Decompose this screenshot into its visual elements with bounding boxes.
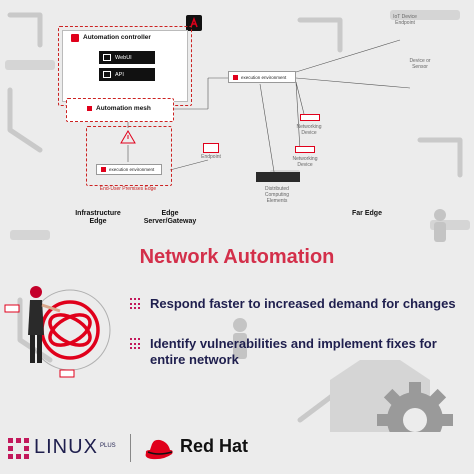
bullet-1: Respond faster to increased demand for c… [130,296,470,312]
controller-header: Automation controller [63,31,187,44]
automation-mesh-box: Automation mesh [66,98,174,122]
controller-icon [71,33,79,42]
infrastructure-edge-label: Infrastructure Edge [75,210,121,225]
exec-env-label-bottom: execution environment [109,167,155,172]
warning-icon [120,130,136,144]
exec-env-bottom-icon [101,167,106,172]
endpoint-icon [203,143,219,153]
linux-plus-logo-icon [8,438,29,459]
mesh-label: Automation mesh [96,105,151,112]
far-edge-label: Far Edge [352,210,382,217]
bullet-2-text: Identify vulnerabilities and implement f… [150,336,437,367]
automation-controller-box: Automation controller WebUI API [62,30,188,102]
webui-icon [103,54,111,61]
premises-edge-label: End-User Premises Edge [99,186,157,192]
redhat-logo-icon [145,439,173,460]
webui-box: WebUI [99,51,155,64]
webui-label: WebUI [115,54,132,61]
api-box: API [99,68,155,81]
illustration-interlocking-circles [4,286,111,378]
bullet-2: Identify vulnerabilities and implement f… [130,336,470,368]
networking-device-label-2: Networking Device [292,156,318,168]
networking-device-label-1: Networking Device [296,124,322,136]
footer [0,432,474,474]
controller-title: Automation controller [83,34,151,41]
exec-env-bottom: execution environment [96,164,162,175]
distributed-computing-label: Distributed Computing Elements [264,186,290,204]
bullet-grid-icon [130,298,142,310]
redhat-label: Red Hat [180,436,249,456]
distributed-computing-icon [256,172,300,182]
page-title: Network Automation [139,246,335,268]
linux-plus-label: PLUS [100,443,116,449]
footer-divider [130,434,131,462]
redhat-badge-icon [186,15,202,31]
api-icon [103,71,111,78]
iot-endpoint-label: IoT Device Endpoint [393,14,417,26]
networking-device-icon-1 [300,114,320,121]
edge-server-label: Edge Server/Gateway [143,210,197,225]
device-sensor-label: Device or Sensor [409,58,431,70]
premises-dashed-outline [86,126,172,186]
api-label: API [115,71,124,78]
mesh-icon [87,106,92,111]
endpoint-label: Endpoint [201,154,221,160]
exec-env-icon [233,74,238,80]
networking-device-icon-2 [295,146,315,153]
exec-env-top: execution environment [228,71,296,83]
exec-env-label-top: execution environment [241,74,287,80]
bullet-grid-icon [130,338,142,350]
linux-label: LINUX [34,436,98,458]
bullet-1-text: Respond faster to increased demand for c… [150,296,456,311]
